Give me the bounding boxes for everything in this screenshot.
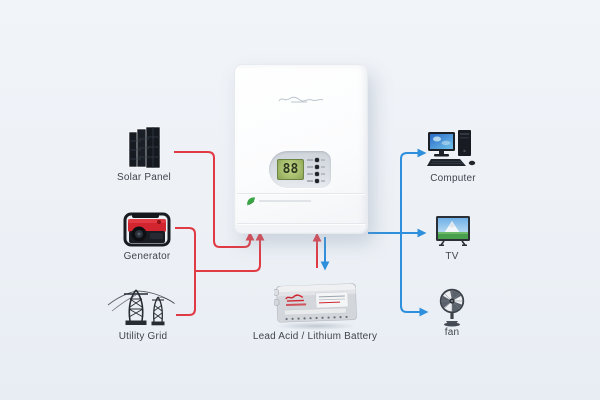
utility-grid-label: Utility Grid xyxy=(118,331,168,342)
computer-label: Computer xyxy=(430,173,476,184)
tv-label: TV xyxy=(445,251,459,262)
fan-icon xyxy=(439,288,465,327)
inverter-to-computer-line xyxy=(400,148,427,233)
battery-shadow xyxy=(276,322,356,330)
generator-utility-bus-line xyxy=(175,227,196,316)
generator-icon xyxy=(123,212,171,247)
inverter-seam xyxy=(237,193,365,194)
inverter-seam-bottom xyxy=(237,223,365,224)
bus-to-inverter-line xyxy=(195,231,265,272)
inverter-brand-script xyxy=(278,96,324,103)
tv-icon xyxy=(436,216,470,246)
inverter-to-fan-line xyxy=(400,233,429,317)
leaf-logo-icon xyxy=(246,197,255,206)
inverter-bottom-panel xyxy=(236,224,366,232)
inverter-logo xyxy=(246,196,311,206)
inverter-unit: 88 xyxy=(234,64,368,234)
inverter-lcd: 88 xyxy=(277,159,304,180)
battery-icon xyxy=(274,283,357,323)
battery-label: Lead Acid / Lithium Battery xyxy=(252,331,378,342)
solar-panel-label: Solar Panel xyxy=(117,172,171,183)
computer-icon xyxy=(427,130,476,166)
generator-label: Generator xyxy=(123,251,171,262)
solar-to-inverter-line xyxy=(174,151,255,248)
inverter-display-panel: 88 xyxy=(269,151,331,188)
fan-label: fan xyxy=(444,327,460,338)
utility-grid-icon xyxy=(107,289,176,326)
solar-panel-icon xyxy=(128,126,161,169)
